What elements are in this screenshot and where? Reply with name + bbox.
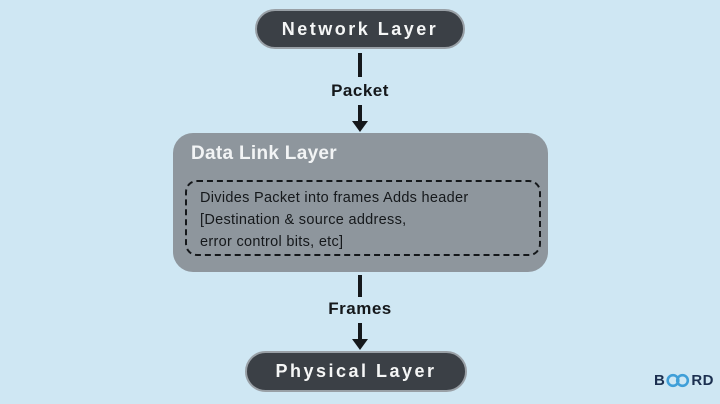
data-link-layer-title: Data Link Layer bbox=[191, 143, 337, 164]
packet-edge-label: Packet bbox=[331, 81, 389, 100]
connector-network-to-packet bbox=[358, 53, 362, 77]
frames-edge-label: Frames bbox=[328, 299, 392, 318]
board-logo-prefix: B bbox=[654, 372, 666, 389]
network-layer-node: Network Layer bbox=[255, 9, 465, 49]
data-link-layer-node: Data Link Layer Divides Packet into fram… bbox=[173, 133, 548, 272]
data-link-layer-description: Divides Packet into frames Adds header [… bbox=[185, 180, 541, 256]
description-line-2: [Destination & source address, bbox=[200, 212, 407, 228]
arrow-down-icon bbox=[352, 339, 368, 350]
physical-layer-label: Physical Layer bbox=[275, 361, 437, 381]
board-logo-suffix: RD bbox=[691, 372, 715, 389]
arrow-packet-to-datalink-stem bbox=[358, 105, 362, 122]
physical-layer-node: Physical Layer bbox=[245, 351, 467, 392]
description-line-1: Divides Packet into frames Adds header bbox=[200, 190, 469, 206]
arrow-down-icon bbox=[352, 121, 368, 132]
network-layer-label: Network Layer bbox=[281, 18, 439, 39]
board-logo-rings-icon bbox=[666, 373, 690, 388]
board-logo: B RD bbox=[654, 372, 714, 389]
description-line-3: error control bits, etc] bbox=[200, 234, 344, 250]
arrow-frames-to-physical-stem bbox=[358, 323, 362, 340]
connector-datalink-to-frames bbox=[358, 275, 362, 297]
